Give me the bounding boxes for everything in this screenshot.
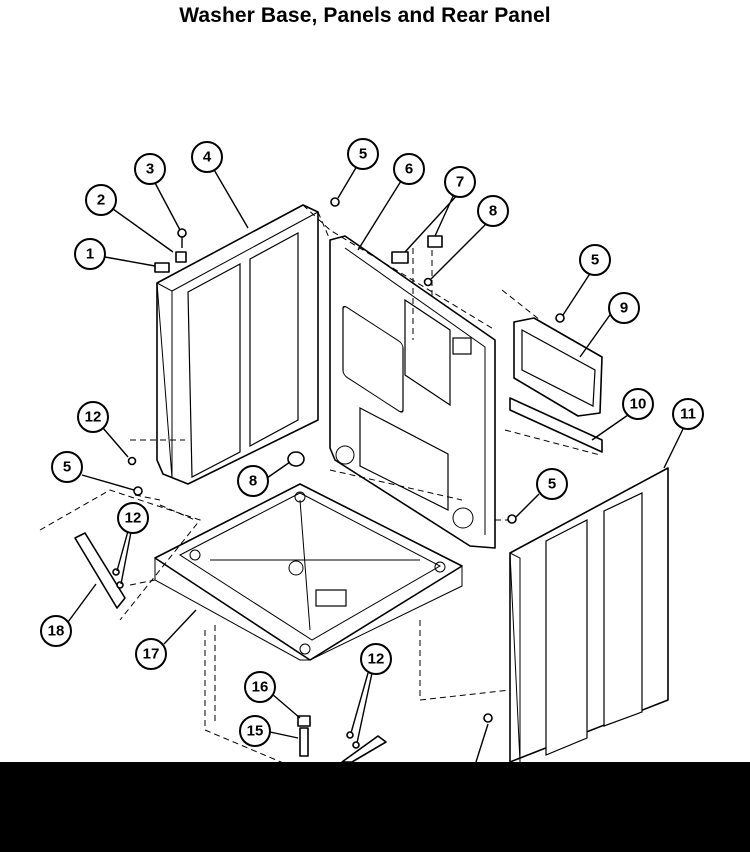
svg-text:5: 5 — [591, 252, 599, 269]
svg-text:11: 11 — [680, 406, 696, 423]
callout-16: 16 — [244, 671, 276, 703]
plug-part-8 — [423, 277, 433, 287]
svg-text:8: 8 — [249, 473, 257, 490]
svg-text:9: 9 — [620, 300, 628, 317]
svg-text:17: 17 — [143, 646, 160, 663]
callout-5-left: 5 — [51, 451, 83, 483]
svg-text:2: 2 — [97, 192, 105, 209]
callout-6: 6 — [393, 153, 425, 185]
svg-text:5: 5 — [63, 459, 71, 476]
leveling-leg-part-15 — [299, 727, 309, 757]
callout-12-bracket: 12 — [117, 502, 149, 534]
callout-10: 10 — [622, 388, 654, 420]
right-side-panel — [509, 467, 669, 763]
hardware — [112, 197, 565, 757]
callout-1: 1 — [74, 238, 106, 270]
callout-11: 11 — [672, 398, 704, 430]
nut-part-2 — [175, 251, 187, 263]
label-part-7a — [391, 251, 409, 264]
washer-base — [154, 483, 463, 661]
diagram-title: Washer Base, Panels and Rear Panel — [179, 4, 551, 27]
screw-part-5c — [133, 486, 143, 496]
access-panel — [513, 317, 603, 417]
bottom-black-bar — [0, 762, 750, 852]
svg-text:5: 5 — [548, 476, 556, 493]
nut-part-16 — [297, 715, 311, 727]
callout-17: 17 — [135, 638, 167, 670]
leader-lines — [67, 165, 685, 763]
callout-12-bottom: 12 — [360, 643, 392, 675]
callout-7: 7 — [444, 166, 476, 198]
svg-text:18: 18 — [48, 623, 65, 640]
callout-8-top: 8 — [477, 195, 509, 227]
callout-5-access: 5 — [579, 244, 611, 276]
screw-part-12b1 — [112, 568, 120, 576]
screw-part-5b — [555, 313, 565, 323]
left-side-panel — [156, 204, 319, 485]
callout-5-right: 5 — [536, 468, 568, 500]
screw-part-12c1 — [346, 731, 354, 739]
svg-text:1: 1 — [86, 246, 94, 263]
svg-text:7: 7 — [456, 174, 464, 191]
alignment-lines — [39, 204, 601, 771]
grommet-part-8b — [287, 451, 305, 467]
label-part-7b — [427, 235, 443, 248]
svg-text:12: 12 — [368, 651, 385, 668]
svg-text:10: 10 — [630, 396, 647, 413]
callout-3: 3 — [134, 153, 166, 185]
svg-text:5: 5 — [359, 146, 367, 163]
cap-part-1 — [154, 262, 170, 273]
svg-text:3: 3 — [146, 161, 154, 178]
callout-9: 9 — [608, 292, 640, 324]
leg-bracket — [74, 532, 126, 609]
svg-text:16: 16 — [252, 679, 269, 696]
screw-part-12 — [127, 456, 137, 466]
callout-2: 2 — [85, 184, 117, 216]
screw-part-12c2 — [352, 741, 360, 749]
callout-4: 4 — [191, 141, 223, 173]
svg-text:12: 12 — [125, 510, 142, 527]
screw-part-3 — [177, 228, 187, 238]
svg-text:12: 12 — [85, 409, 102, 426]
callout-12-left: 12 — [77, 401, 109, 433]
screw-part-12b2 — [116, 581, 124, 589]
svg-text:8: 8 — [489, 203, 497, 220]
callout-8-grommet: 8 — [237, 465, 269, 497]
svg-text:6: 6 — [405, 161, 413, 178]
rear-strip — [509, 397, 603, 453]
screw-right-panel — [483, 713, 493, 723]
callout-18: 18 — [40, 615, 72, 647]
svg-text:4: 4 — [203, 149, 212, 166]
screw-part-5d — [507, 514, 517, 524]
rear-panel — [329, 235, 496, 549]
screw-part-5 — [330, 197, 340, 207]
callout-5-top: 5 — [347, 138, 379, 170]
callout-15: 15 — [239, 715, 271, 747]
svg-text:15: 15 — [247, 723, 264, 740]
leg-bracket-lower — [341, 735, 387, 763]
